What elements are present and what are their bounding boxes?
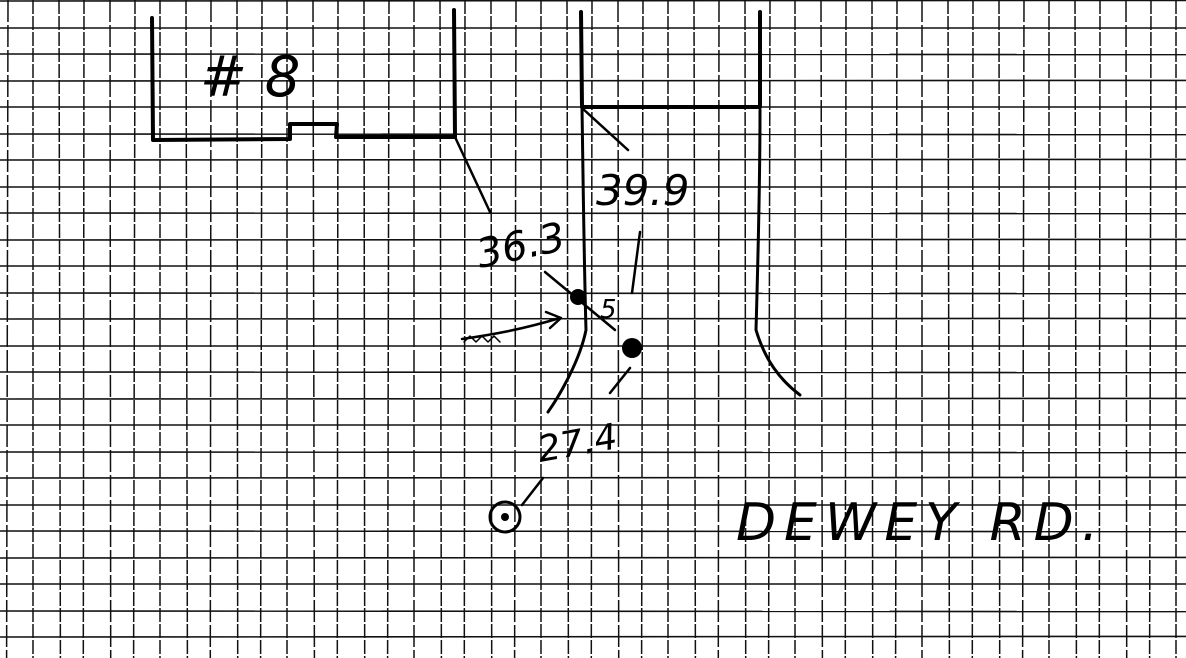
grid-line-vertical [185,0,189,658]
circled-dot-icon [488,500,522,534]
grid-line-vertical [312,0,316,658]
grid-line-vertical [566,0,570,658]
grid-line-horizontal [0,397,1186,400]
grid-line-vertical [236,0,239,658]
grid-line-horizontal [0,292,1186,295]
grid-line-horizontal [0,451,1186,454]
grid-line-horizontal [0,635,1186,638]
grid-line-horizontal [0,371,1186,374]
grid-line-vertical [717,0,720,658]
grid-line-vertical [767,0,771,658]
measurement-left-label: 36.3 [473,214,570,278]
grid-line-vertical [844,0,847,658]
grid-line-vertical [590,0,593,658]
driveway-edges [453,106,802,414]
measurement-small-label: 5 [600,295,617,325]
grid-line-vertical [132,0,136,658]
grid-line-vertical [693,0,697,658]
measurement-right-label: 39.9 [596,166,690,215]
grid-line-vertical [1098,0,1101,658]
grid-line-vertical [490,0,493,658]
grid-line-horizontal [0,133,1186,136]
grid-line-vertical [947,0,951,658]
grid-line-vertical [871,0,874,658]
grid-line-horizontal [0,0,1186,2]
grid-line-vertical [894,0,898,658]
road-name-label: DEWEY RD. [736,493,1106,553]
grid-line-vertical [109,0,112,658]
grid-line-vertical [640,0,644,658]
grid-line-horizontal [0,476,1186,479]
grid-line-vertical [1021,0,1025,658]
grid-line-vertical [5,0,9,658]
grid-line-horizontal [0,79,1186,82]
lot-number-label: # 8 [200,45,300,110]
grid-line-horizontal [0,53,1186,56]
grid-line-vertical [439,0,443,658]
grid-line-horizontal [0,212,1186,215]
grid-line-vertical [1148,0,1152,658]
grid-line-vertical [463,0,466,658]
grid-line-horizontal [0,556,1186,559]
point-marker-upper [570,289,586,305]
grid-line-vertical [386,0,390,658]
grid-line-horizontal [0,610,1186,613]
grid-line-vertical [259,0,263,658]
grid-line-vertical [617,0,620,658]
point-marker-lower [622,338,642,358]
grid-line-vertical [1125,0,1128,658]
grid-line-vertical [998,0,1001,658]
grid-line-horizontal [0,530,1186,533]
grid-line-horizontal [0,317,1186,320]
grid-line-vertical [1074,0,1078,658]
measurement-lines [520,230,642,507]
grid-line-vertical [971,0,974,658]
grid-line-vertical [820,0,824,658]
grid-line-vertical [209,0,212,658]
grid-line-vertical [363,0,366,658]
grid-line-horizontal [0,158,1186,161]
arrow-right-icon [460,310,563,343]
grid-line-vertical [82,0,85,658]
grid-line-vertical [58,0,62,658]
building-right-outline [579,10,762,109]
grid-line-horizontal [0,238,1186,241]
building-8-outline [150,8,457,142]
grid-line-vertical [336,0,339,658]
grid-line-vertical [744,0,747,658]
